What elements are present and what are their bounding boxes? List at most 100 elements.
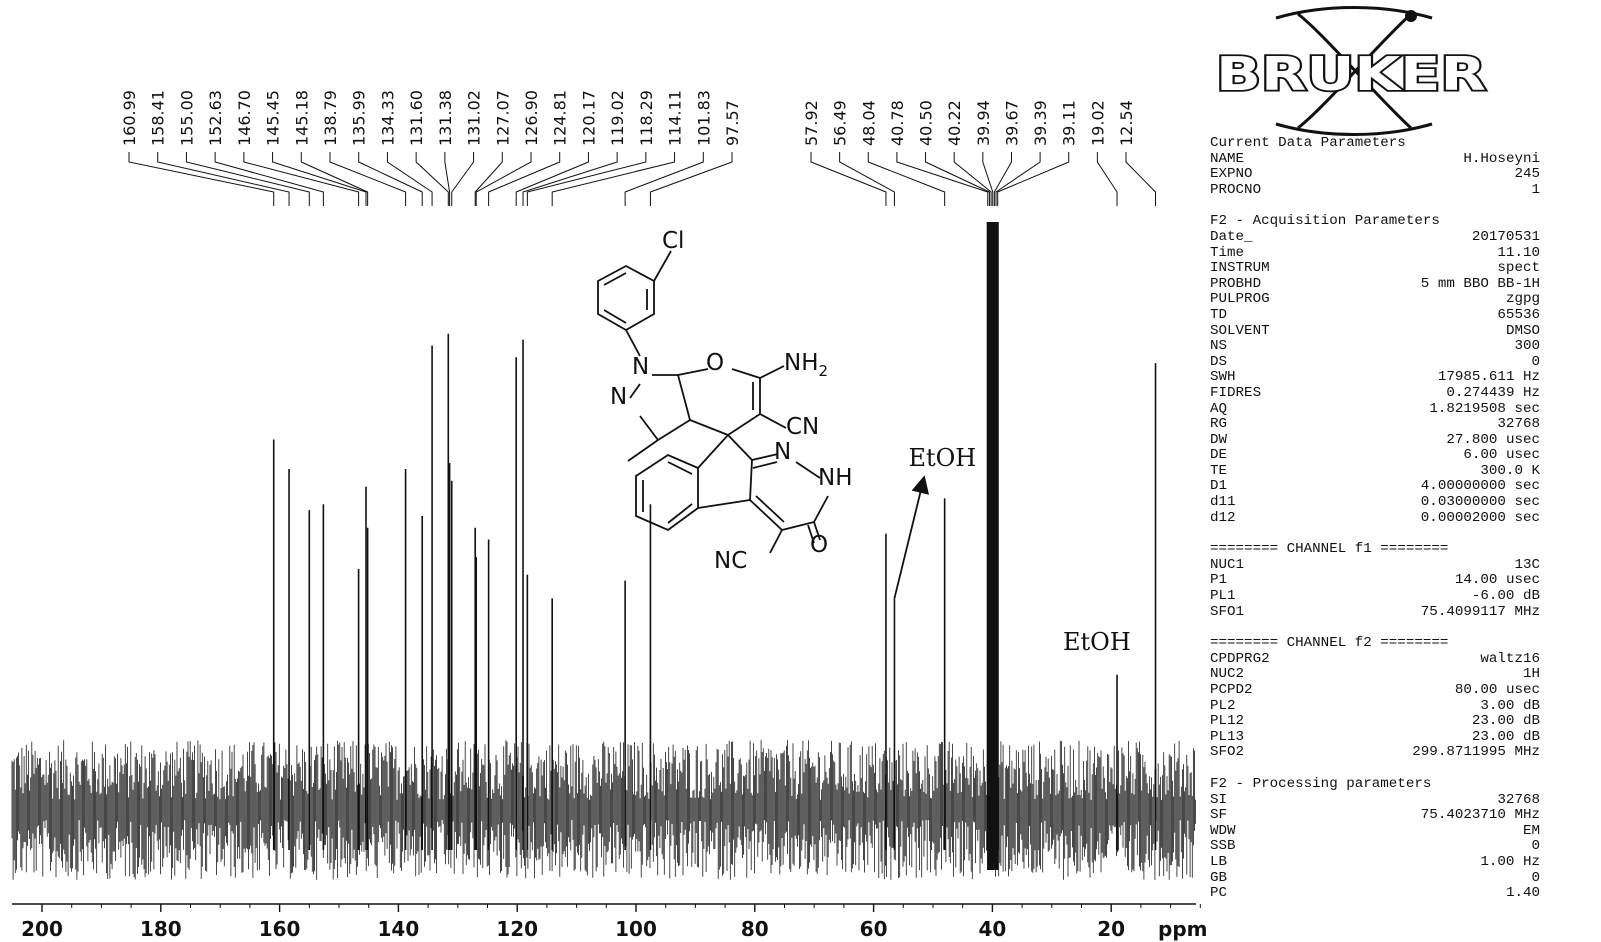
param-key: CPDPRG2 [1210, 650, 1270, 667]
pyran-o-c-bond [731, 368, 761, 379]
param-value: 20170531 [1471, 228, 1540, 245]
leader-39.11 [997, 152, 1070, 206]
param-key: SI [1210, 791, 1228, 808]
peak-label-135.99: 135.99 [350, 90, 369, 146]
leader-56.49 [839, 152, 895, 206]
param-value: waltz16 [1480, 650, 1540, 667]
n-nh-bond [795, 461, 821, 479]
param-key: DW [1210, 431, 1228, 448]
c-nc-bond [769, 529, 783, 554]
leader-138.79 [329, 152, 407, 206]
leader-160.99 [128, 152, 275, 206]
leader-146.70 [243, 152, 360, 206]
spiro-bond [727, 434, 753, 461]
peak-label-19.02: 19.02 [1088, 100, 1107, 146]
peak-label-131.38: 131.38 [436, 90, 455, 146]
logo-orbit [1275, 122, 1433, 136]
param-key: SFO1 [1210, 603, 1245, 620]
pyrazole-bond [639, 415, 659, 441]
annotation-etoh-1: EtOH [908, 444, 976, 472]
tick-label-100: 100 [615, 917, 657, 941]
param-value: 0.00002000 sec [1420, 509, 1540, 526]
param-value: EM [1522, 822, 1540, 839]
leader-19.02 [1096, 152, 1118, 206]
peak-label-131.02: 131.02 [465, 90, 484, 146]
param-key: d11 [1210, 494, 1236, 511]
x-axis-label: ppm [1158, 917, 1207, 941]
atom-n1: N [632, 354, 649, 380]
param-value: 1.00 Hz [1480, 853, 1540, 870]
ring-double-bond [749, 499, 783, 531]
peak-label-119.02: 119.02 [608, 90, 627, 146]
param-value: 23.00 dB [1471, 728, 1540, 745]
param-value: 1H [1522, 666, 1540, 683]
nh-co-bond [813, 495, 829, 523]
bruker-logo: BRUKER [1214, 6, 1488, 136]
processing-title: F2 - Processing parameters [1210, 775, 1432, 792]
param-key: Date_ [1210, 228, 1253, 245]
atom-cn: CN [786, 414, 819, 440]
c-o-double-bond [813, 521, 821, 541]
param-key: d12 [1210, 509, 1236, 526]
param-value: 75.4099117 MHz [1420, 603, 1540, 620]
param-value: 23.00 dB [1471, 713, 1540, 730]
param-value: spect [1497, 260, 1540, 277]
spiro-bond [697, 434, 729, 469]
chlorophenyl-ring [597, 264, 655, 332]
peak-label-127.07: 127.07 [493, 90, 512, 146]
peak-label-12.54: 12.54 [1117, 100, 1136, 146]
aryl-n-bond [625, 329, 641, 357]
tick-label-20: 20 [1097, 917, 1125, 941]
param-value: 75.4023710 MHz [1420, 807, 1540, 824]
param-key: TE [1210, 462, 1228, 479]
peak-label-39.39: 39.39 [1031, 100, 1050, 146]
leader-39.39 [995, 152, 1041, 206]
tick-label-40: 40 [978, 917, 1006, 941]
param-value: 14.00 usec [1454, 572, 1540, 589]
param-key: DS [1210, 353, 1228, 370]
logo-orbit [1297, 12, 1413, 130]
param-key: RG [1210, 416, 1228, 433]
param-value: 245 [1514, 166, 1540, 183]
atom-cl: Cl [662, 228, 684, 254]
chemical-structure [597, 250, 829, 554]
peak-label-40.50: 40.50 [917, 100, 936, 146]
leader-39.94 [982, 152, 994, 206]
param-value: 1.40 [1505, 885, 1540, 902]
param-value: 80.00 usec [1454, 682, 1540, 698]
c-o-double-bond [807, 524, 815, 544]
atom-nh2: NH2 [784, 350, 828, 380]
leader-135.99 [358, 152, 423, 206]
peak-label-152.63: 152.63 [206, 90, 225, 146]
param-key: SSB [1210, 838, 1236, 855]
tick-label-60: 60 [860, 917, 888, 941]
leader-155.00 [185, 152, 310, 206]
leader-118.29 [526, 152, 647, 206]
param-value: 5 mm BBO BB-1H [1420, 275, 1540, 292]
acquisition-title: F2 - Acquisition Parameters [1210, 213, 1440, 230]
param-key: PL1 [1210, 588, 1236, 605]
peak-label-39.67: 39.67 [1002, 100, 1021, 146]
param-value: 11.10 [1497, 244, 1540, 261]
leader-131.60 [415, 152, 449, 206]
leader-126.90 [475, 152, 532, 206]
param-key: TD [1210, 306, 1228, 323]
structure-atom-labels: Cl N N O NH2 CN N NH O NC [610, 228, 853, 574]
leader-131.38 [444, 152, 451, 206]
